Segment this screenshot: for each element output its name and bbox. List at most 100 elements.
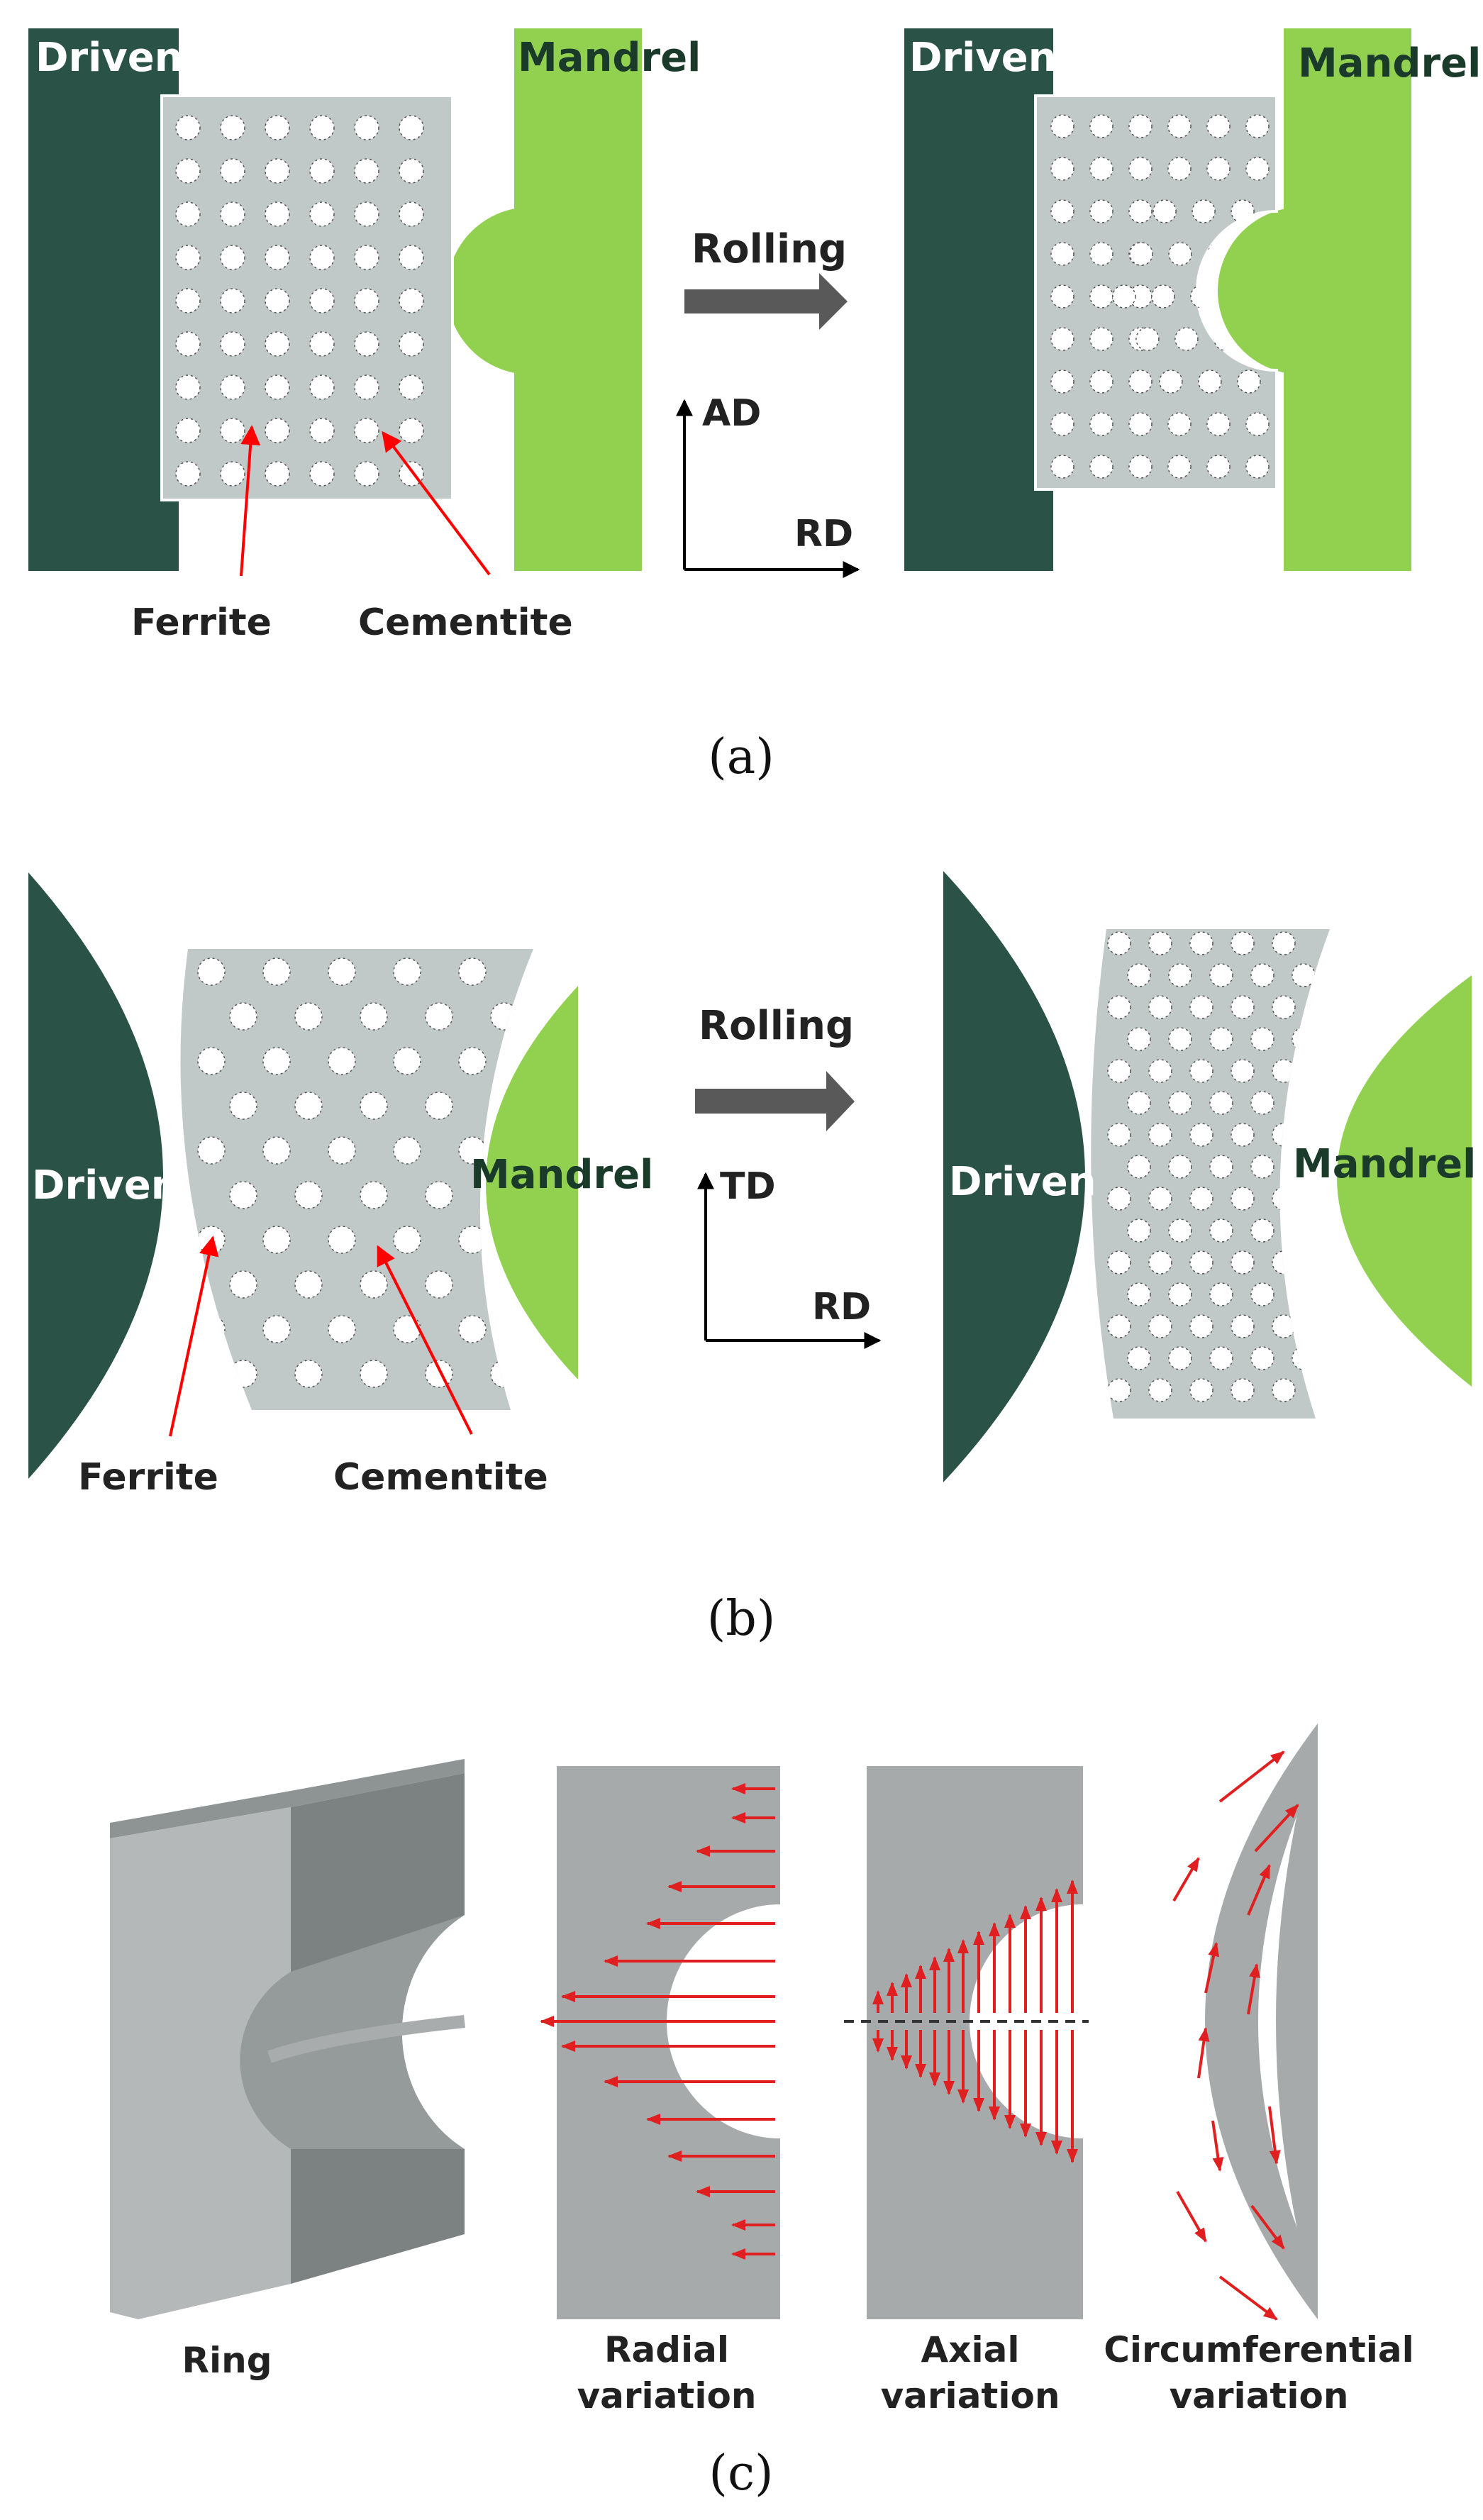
- driven-roll: [904, 28, 1053, 571]
- cementite-particle: [1209, 1282, 1233, 1306]
- cementite-particle: [393, 958, 421, 986]
- cementite-particle: [1168, 242, 1192, 266]
- cementite-particle: [229, 1002, 257, 1031]
- radial-label-line2: variation: [577, 2375, 757, 2416]
- cementite-particle: [328, 1136, 356, 1165]
- cementite-particle: [1050, 412, 1074, 436]
- cementite-particle: [1206, 157, 1231, 181]
- cementite-particle: [1168, 1219, 1192, 1243]
- flow-vector: [1254, 1804, 1299, 1853]
- cementite-particle: [1189, 1059, 1213, 1083]
- cementite-particle: [1148, 1123, 1172, 1147]
- caption-a: (a): [708, 729, 774, 785]
- cementite-particle: [229, 1181, 257, 1209]
- driven-label: Driven: [32, 1162, 179, 1209]
- cementite-particle: [1245, 455, 1270, 479]
- cementite-particle: [1148, 1314, 1172, 1338]
- cementite-particle: [1050, 114, 1074, 138]
- cementite-particle: [294, 1270, 323, 1299]
- cementite-particle: [328, 958, 356, 986]
- flow-vector: [1218, 2275, 1278, 2321]
- cementite-pointer: [377, 1245, 473, 1435]
- cementite-particle: [425, 1092, 453, 1120]
- cementite-particle: [1231, 1378, 1255, 1402]
- cementite-particle: [294, 1360, 323, 1388]
- cementite-particle: [309, 288, 335, 313]
- cementite-particle: [490, 1360, 518, 1388]
- flow-vector: [1176, 2191, 1207, 2243]
- cementite-particle: [1272, 1314, 1296, 1338]
- cementite-particle: [175, 201, 201, 227]
- cementite-particle: [1209, 1346, 1233, 1370]
- cementite-particle: [1151, 284, 1175, 309]
- cementite-particle: [354, 288, 379, 313]
- cementite-particle: [1127, 1282, 1151, 1306]
- cementite-particle: [309, 461, 335, 487]
- cementite-particle: [458, 1226, 487, 1254]
- cementite-particle: [1189, 995, 1213, 1019]
- cementite-particle: [1148, 931, 1172, 955]
- cementite-particle: [354, 461, 379, 487]
- ring-groove-highlight: [267, 2015, 465, 2063]
- cementite-pointer: [382, 431, 491, 576]
- cementite-particle: [1168, 1282, 1192, 1306]
- cementite-particle: [1292, 963, 1316, 987]
- cementite-particle: [1209, 963, 1233, 987]
- cementite-particle: [309, 245, 335, 270]
- cementite-particle: [1159, 370, 1183, 394]
- cementite-particle: [1107, 995, 1131, 1019]
- cementite-particle: [197, 1136, 226, 1165]
- caption-b: (b): [707, 1591, 776, 1647]
- cementite-particle: [1168, 1027, 1192, 1051]
- flow-vector: [1197, 2027, 1210, 2079]
- circumferential-band: [1205, 1724, 1318, 2319]
- flow-vector: [1204, 1942, 1220, 1994]
- cementite-particle: [1250, 1091, 1274, 1115]
- rolling-arrow: [695, 1071, 855, 1131]
- cementite-particle: [1127, 1219, 1151, 1243]
- driven-label: Driven: [909, 35, 1057, 81]
- cementite-particle: [309, 158, 335, 184]
- cementite-particle: [1209, 1219, 1233, 1243]
- driven-label: Driven: [949, 1159, 1096, 1205]
- cementite-particle: [399, 158, 424, 184]
- panel-a-after: Driven Mandrel: [904, 28, 1481, 571]
- circumferential-variation: Circumferential variation: [1104, 1724, 1414, 2416]
- cementite-particle: [354, 115, 379, 140]
- cementite-particle: [1148, 1059, 1172, 1083]
- cementite-particle: [1250, 1282, 1274, 1306]
- cementite-particle: [220, 331, 245, 357]
- cementite-particle: [220, 245, 245, 270]
- cementite-particle: [425, 1360, 453, 1388]
- cementite-particle: [197, 958, 226, 986]
- cementite-particle: [354, 331, 379, 357]
- cementite-particle: [1174, 327, 1199, 351]
- cementite-particle: [175, 288, 201, 313]
- cementite-particle: [1189, 1187, 1213, 1211]
- cementite-particle: [1250, 1219, 1274, 1243]
- cementite-particle: [1127, 1027, 1151, 1051]
- cementite-particle: [1231, 995, 1255, 1019]
- cementite-particle: [1245, 412, 1270, 436]
- cementite-particle: [1231, 931, 1255, 955]
- cementite-particle: [1167, 157, 1192, 181]
- radial-variation: Radial variation: [540, 1766, 780, 2416]
- cementite-particle: [262, 958, 291, 986]
- cementite-particle: [265, 158, 290, 184]
- cementite-particle: [328, 1047, 356, 1075]
- cementite-particle: [1189, 1123, 1213, 1147]
- axial-label-line2: variation: [881, 2375, 1060, 2416]
- axial-label-line1: Axial: [921, 2329, 1020, 2370]
- cementite-particle: [1127, 1346, 1151, 1370]
- cementite-particle: [1089, 327, 1113, 351]
- cementite-particle: [229, 1092, 257, 1120]
- cementite-particle: [1128, 412, 1152, 436]
- cementite-particle: [265, 461, 290, 487]
- cementite-particle: [1107, 1378, 1131, 1402]
- cementite-particle: [1167, 455, 1192, 479]
- axis-rd-label: RD: [812, 1286, 871, 1328]
- cementite-particle: [1050, 284, 1074, 309]
- cementite-particle: [265, 418, 290, 443]
- cementite-particle: [1250, 963, 1274, 987]
- cementite-particle: [1107, 1250, 1131, 1275]
